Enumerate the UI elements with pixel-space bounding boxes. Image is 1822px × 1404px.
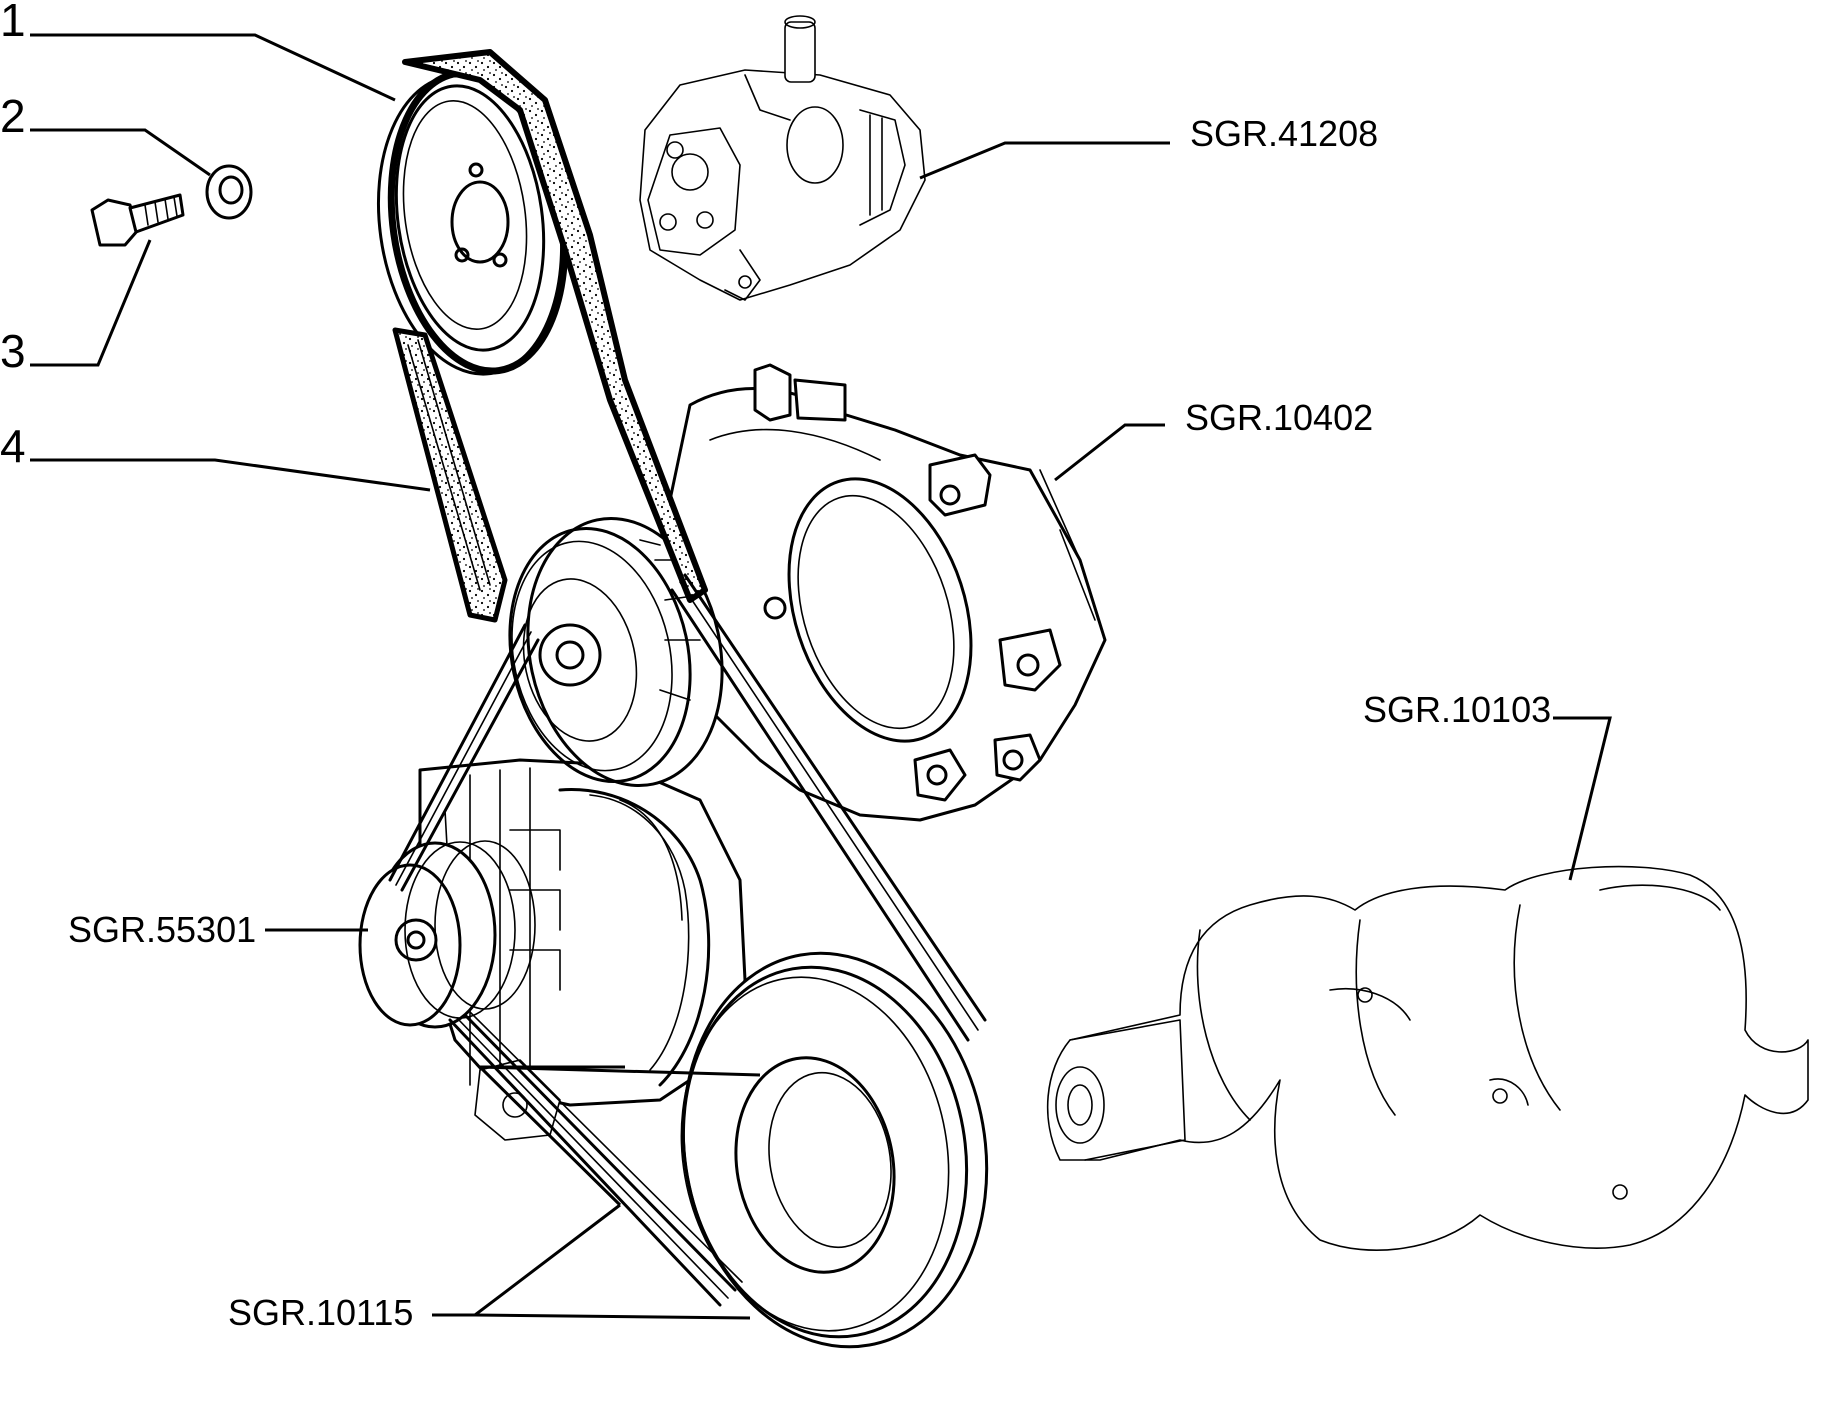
crank-pulley-drawing: [680, 951, 989, 1349]
callout-1: 1: [0, 0, 26, 46]
washer-drawing: [205, 164, 253, 220]
callout-4: 4: [0, 420, 26, 472]
ref-crankshaft: SGR.10103: [1363, 689, 1551, 730]
timing-cover-drawing: [668, 363, 1107, 822]
leader-crank-belt: [474, 1313, 751, 1320]
leader-crank-pulley: [432, 1203, 621, 1317]
tensioner-pulley-drawing: [508, 516, 724, 788]
callout-3: 3: [0, 325, 26, 377]
ref-timing-cover: SGR.10402: [1185, 397, 1373, 438]
bolt-drawing: [90, 193, 185, 247]
crankshaft-drawing: [1046, 865, 1809, 1251]
ref-power-steering-pump: SGR.41208: [1190, 113, 1378, 154]
ref-crank-pulley: SGR.10115: [228, 1292, 413, 1333]
callout-2: 2: [0, 90, 26, 142]
power-steering-pump-drawing: [639, 15, 926, 301]
ref-alternator: SGR.55301: [68, 909, 256, 950]
alternator-drawing: [358, 758, 747, 1141]
leader-lines: [30, 33, 1612, 1207]
